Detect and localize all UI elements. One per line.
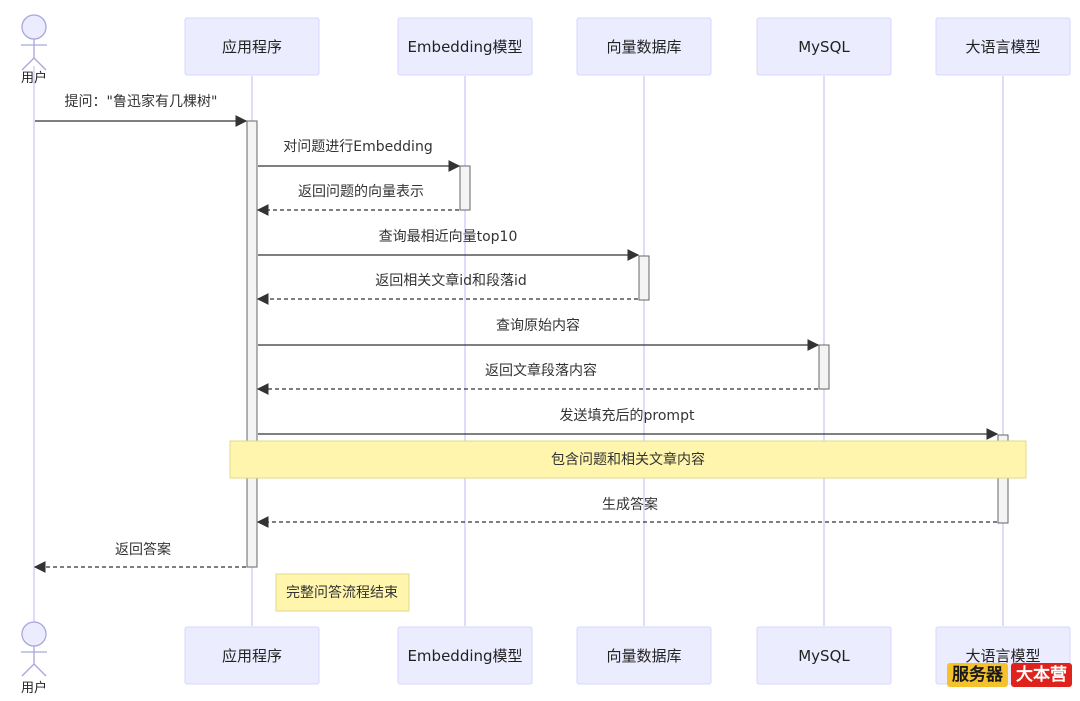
note-over-app-llm: 包含问题和相关文章内容 xyxy=(229,440,1027,479)
message-10-label: 返回答案 xyxy=(115,541,171,558)
participant-llm-top: 大语言模型 xyxy=(935,17,1071,76)
actor-leg-right xyxy=(33,57,47,71)
participant-label-mysql-bottom: MySQL xyxy=(798,647,850,665)
message-9-label: 生成答案 xyxy=(602,496,658,513)
activations xyxy=(246,120,1009,568)
message-7: 返回文章段落内容 xyxy=(256,362,818,395)
activation-mysql xyxy=(818,344,830,390)
participant-label-llm-bottom: 大语言模型 xyxy=(965,647,1040,665)
message-6-label: 查询原始内容 xyxy=(496,317,580,334)
participant-label-vector-db-top: 向量数据库 xyxy=(606,38,681,56)
activation-embedding xyxy=(459,165,471,211)
message-3: 返回问题的向量表示 xyxy=(256,184,459,216)
actor-leg-left xyxy=(21,663,35,677)
actor-user-top: 用户 xyxy=(21,14,47,86)
participant-label-vector-db-bottom: 向量数据库 xyxy=(606,647,681,665)
lifelines xyxy=(33,66,1004,626)
watermark-part-1: 服务器 xyxy=(947,663,1008,687)
participant-label-embedding-bottom: Embedding模型 xyxy=(407,647,522,665)
message-5: 返回相关文章id和段落id xyxy=(256,272,638,305)
participant-mysql-top: MySQL xyxy=(756,17,892,76)
participant-label-app-bottom: 应用程序 xyxy=(222,647,282,665)
message-9: 生成答案 xyxy=(256,496,997,528)
messages: 提问："鲁迅家有几棵树" 对问题进行Embedding 返回问题的向量表示 查询… xyxy=(33,93,999,573)
notes: 包含问题和相关文章内容 完整问答流程结束 xyxy=(229,440,1027,612)
message-10: 返回答案 xyxy=(33,541,246,573)
activation-app xyxy=(246,120,258,568)
message-8-label: 发送填充后的prompt xyxy=(560,408,695,424)
participant-vector-db-top: 向量数据库 xyxy=(576,17,712,76)
participant-app-top: 应用程序 xyxy=(184,17,320,76)
participant-app-bottom: 应用程序 xyxy=(184,626,320,685)
activation-llm xyxy=(997,434,1009,524)
actor-label-user-bottom: 用户 xyxy=(21,680,47,696)
watermark-part-2: 大本营 xyxy=(1011,663,1072,687)
actor-user-bottom: 用户 xyxy=(21,621,47,696)
participant-embedding-bottom: Embedding模型 xyxy=(397,626,533,685)
message-4-label: 查询最相近向量top10 xyxy=(379,229,518,245)
watermark-logo: 服务器 大本营 xyxy=(947,663,1072,687)
message-1-label: 提问："鲁迅家有几棵树" xyxy=(65,93,218,110)
message-4: 查询最相近向量top10 xyxy=(258,229,640,261)
note-2-text: 完整问答流程结束 xyxy=(286,584,398,601)
message-2-label: 对问题进行Embedding xyxy=(283,139,432,155)
participant-label-app-top: 应用程序 xyxy=(222,38,282,56)
actor-label-user-top: 用户 xyxy=(21,70,47,86)
participants-top: 用户 应用程序 Embedding模型 向量数据库 MySQL 大语言模型 xyxy=(21,14,1071,86)
message-5-label: 返回相关文章id和段落id xyxy=(375,272,527,289)
participant-label-mysql-top: MySQL xyxy=(798,38,850,56)
activation-vector-db xyxy=(638,255,650,301)
participant-mysql-bottom: MySQL xyxy=(756,626,892,685)
actor-leg-right xyxy=(33,663,47,677)
message-2: 对问题进行Embedding xyxy=(258,139,461,172)
participant-label-embedding-top: Embedding模型 xyxy=(407,38,522,56)
actor-leg-left xyxy=(21,57,35,71)
actor-head xyxy=(21,14,47,40)
message-3-label: 返回问题的向量表示 xyxy=(298,184,424,200)
message-8: 发送填充后的prompt xyxy=(258,408,999,440)
message-1: 提问："鲁迅家有几棵树" xyxy=(35,93,248,127)
actor-head xyxy=(21,621,47,647)
note-1-text: 包含问题和相关文章内容 xyxy=(551,451,705,468)
participants-bottom: 用户 应用程序 Embedding模型 向量数据库 MySQL 大语言模型 xyxy=(21,621,1071,696)
message-7-label: 返回文章段落内容 xyxy=(485,362,597,379)
participant-vector-db-bottom: 向量数据库 xyxy=(576,626,712,685)
note-right-of-app: 完整问答流程结束 xyxy=(275,573,410,612)
participant-embedding-top: Embedding模型 xyxy=(397,17,533,76)
participant-label-llm-top: 大语言模型 xyxy=(965,38,1040,56)
message-6: 查询原始内容 xyxy=(258,317,820,351)
